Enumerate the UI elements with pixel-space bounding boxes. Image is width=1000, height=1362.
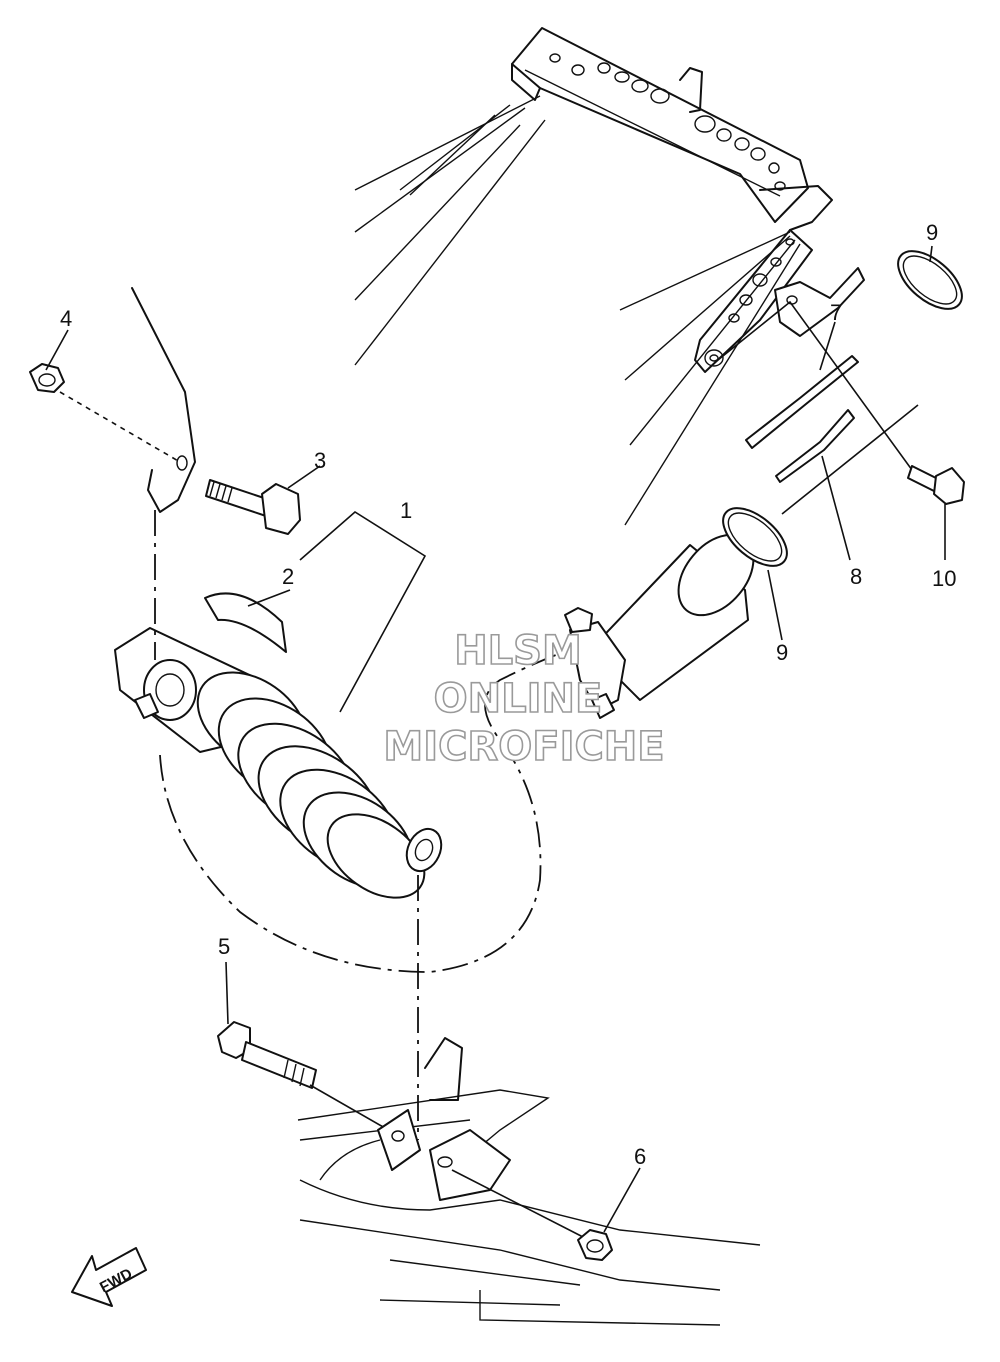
- leader-lines: [45, 245, 946, 1233]
- callout-1: 1: [400, 498, 412, 523]
- callout-9-upper: 9: [926, 220, 938, 245]
- reservoir-hose: [159, 647, 576, 973]
- part-2-cover: [204, 592, 287, 653]
- reservoir-tank: [564, 533, 755, 719]
- fwd-arrow: FWD: [71, 1247, 147, 1307]
- lower-mount-swingarm: [297, 1037, 761, 1326]
- part-8-bracket: [745, 355, 859, 483]
- upper-mount-bracket: [131, 287, 196, 513]
- callouts: 1 2 3 4 5 6 7 8 9 9 10: [60, 220, 956, 1169]
- part-10-bolt: [907, 465, 965, 505]
- part-1-shock-absorber: [114, 627, 443, 899]
- callout-2: 2: [282, 564, 294, 589]
- callout-10: 10: [932, 566, 956, 591]
- callout-3: 3: [314, 448, 326, 473]
- callout-7: 7: [830, 300, 842, 325]
- part-3-bolt: [205, 479, 301, 535]
- part-5-bolt: [217, 1021, 317, 1089]
- part-6-nut: [577, 1229, 613, 1261]
- watermark-line3: MICROFICHE: [383, 724, 664, 770]
- callout-5: 5: [218, 934, 230, 959]
- callout-8: 8: [850, 564, 862, 589]
- frame-upper: [354, 27, 833, 526]
- callout-9-lower: 9: [776, 640, 788, 665]
- watermark-line2: ONLINE: [434, 676, 603, 722]
- part-4-nut: [29, 363, 65, 393]
- part-9-band-upper: [897, 250, 963, 310]
- watermark-line1: HLSM: [454, 628, 582, 674]
- part-9-band-lower: [722, 507, 788, 567]
- callout-6: 6: [634, 1144, 646, 1169]
- callout-4: 4: [60, 306, 72, 331]
- watermark: HLSM ONLINE MICROFICHE: [383, 627, 666, 771]
- part-7-bracket: [774, 267, 865, 337]
